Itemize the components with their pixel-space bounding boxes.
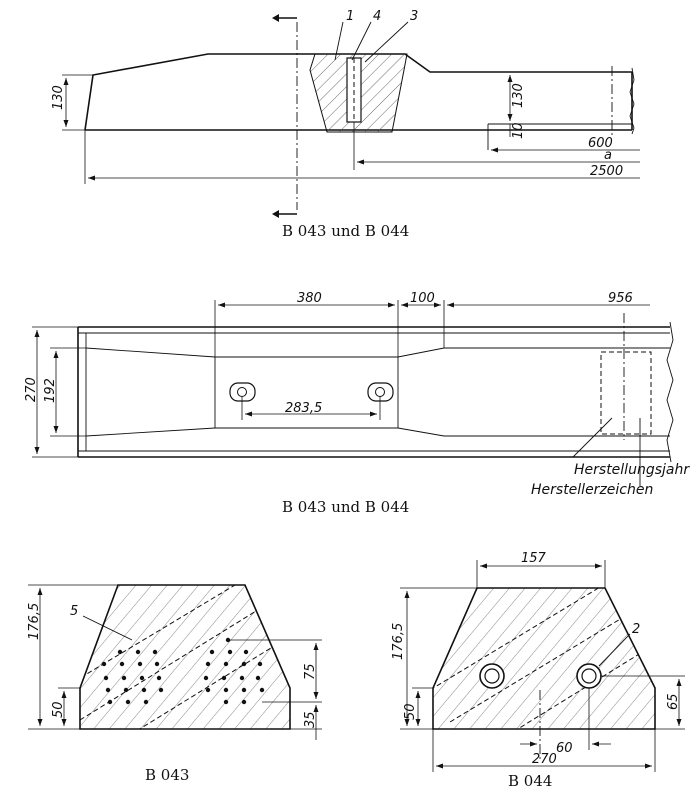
dim-192-width: 192 [43,378,58,403]
dowel-ring-left [479,663,505,689]
b043-dim-height: 176,5 [27,603,42,640]
dim-956: 956 [608,291,633,306]
section-b043: 5 176,5 50 75 35 B 043 [27,584,322,784]
top-view-caption: B 043 und B 044 [282,222,409,240]
dowel-hole-right [367,382,394,402]
section-b044: 2 157 176,5 50 65 60 270 B 044 [391,551,685,790]
section-b043-outline [79,584,291,730]
b044-dim-base: 50 [403,703,418,720]
note-herstellungsjahr: Herstellungsjahr [574,462,690,478]
dim-2500: 2500 [590,164,623,179]
dowel-hole-left [229,382,256,402]
b043-dim-35: 35 [303,711,318,728]
dim-380: 380 [297,291,322,306]
plan-view: 380 100 956 270 192 283,5 Herstellungsja… [24,291,690,516]
b044-dim-height: 176,5 [391,623,406,660]
section-arrow-icon [272,14,279,218]
section-b044-outline [432,587,656,730]
b043-caption: B 043 [145,766,189,784]
note-herstellerzeichen: Herstellerzeichen [531,482,653,498]
b043-dim-base: 50 [51,701,66,718]
dim-270-width: 270 [24,377,39,402]
dim-step: 10 [511,122,526,139]
dim-600: 600 [588,136,613,151]
marking-area [600,351,652,435]
plan-view-caption: B 043 und B 044 [282,498,409,516]
break-line [629,67,635,135]
callout-5: 5 [70,604,78,619]
callout-1: 1 [346,9,354,24]
b043-dim-75: 75 [303,663,318,680]
dim-left-height: 130 [51,85,66,110]
callout-2: 2 [632,622,640,637]
dim-right-height: 130 [511,83,526,108]
strand-group-left [101,649,164,705]
b044-dim-width: 270 [532,752,557,767]
dim-100: 100 [410,291,435,306]
step-line [487,123,632,150]
dim-283-5: 283,5 [285,401,322,416]
dowel-ring-right [576,663,602,689]
b044-dim-top: 157 [521,551,547,566]
dim-a: a [604,148,612,163]
b044-dim-65: 65 [666,693,681,710]
b044-dim-60: 60 [556,741,573,756]
callout-4: 4 [373,9,381,24]
break-line-plan [666,321,674,463]
top-view: 1 4 3 130 130 10 600 a 2500 B 043 und B … [51,9,640,240]
callout-3: 3 [410,9,418,24]
b044-caption: B 044 [508,772,552,790]
